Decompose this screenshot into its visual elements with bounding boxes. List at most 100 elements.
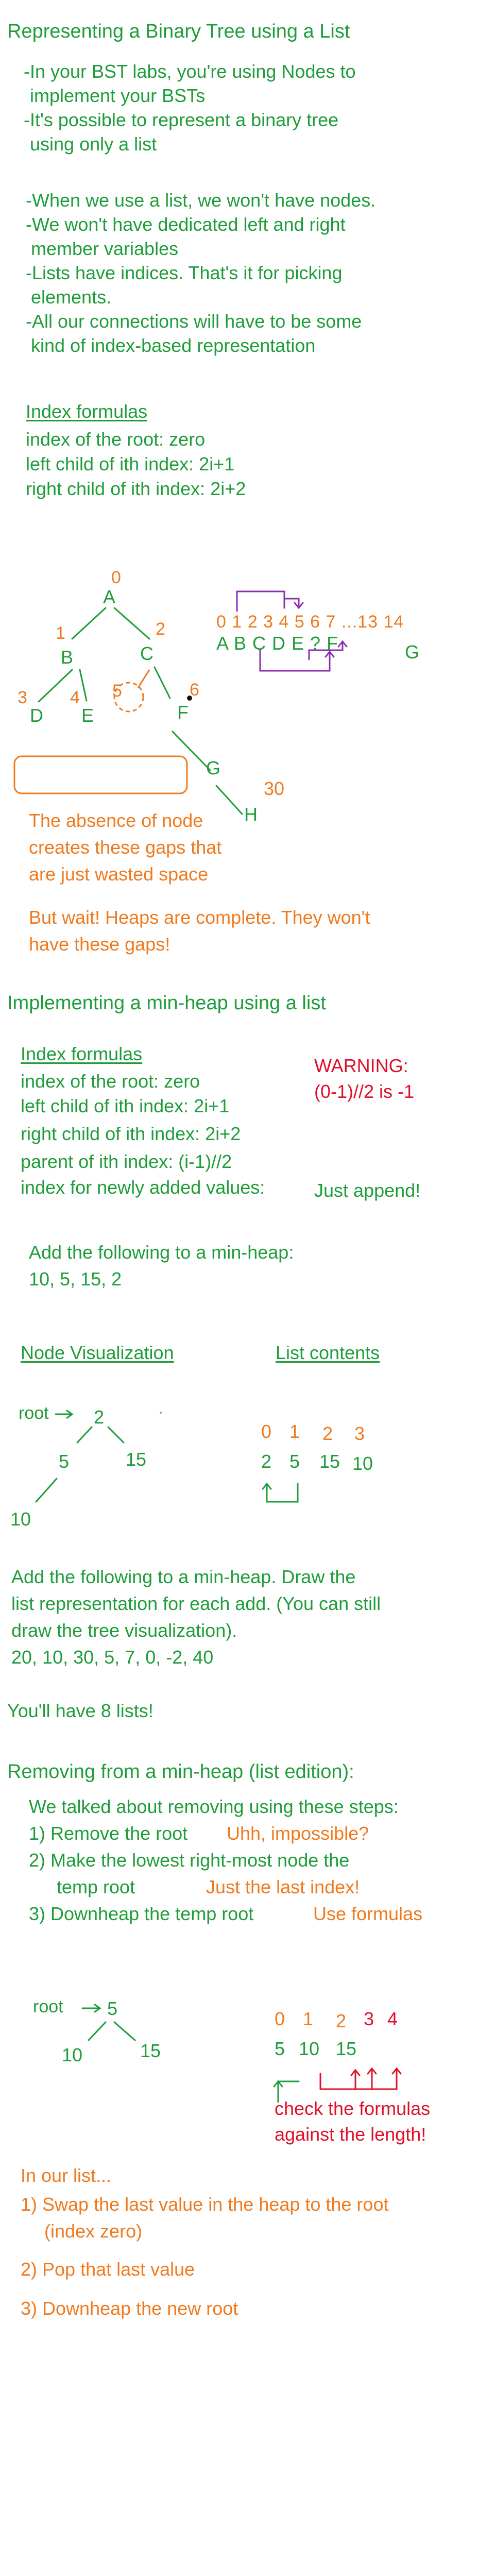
red-head-3 [391, 2067, 402, 2075]
intro-line-1: -In your BST labs, you're using Nodes to [24, 61, 356, 82]
remove-list-idx-4: 4 [387, 2008, 398, 2029]
point-line-2: -We won't have dedicated left and right [26, 214, 346, 235]
formula-left-child: left child of ith index: 2i+1 [26, 453, 235, 474]
tree1-label-30: 30 [264, 778, 285, 799]
remove-list-idx-1: 1 [303, 2008, 314, 2029]
removing-title: Removing from a min-heap (list edition): [7, 1761, 354, 1783]
heap-note-1: But wait! Heaps are complete. They won't [29, 907, 370, 928]
point-line-3: member variables [31, 238, 179, 259]
remove-node-15: 15 [140, 2040, 161, 2061]
remove-list-idx-3: 3 [364, 2008, 374, 2029]
list-step-1: 1) Swap the last value in the heap to th… [21, 2194, 389, 2215]
red-bracket-1 [319, 2067, 373, 2090]
minheap-root-label: root [19, 1403, 49, 1423]
arrow-head-2 [325, 650, 335, 658]
arrow-head-1 [294, 602, 304, 609]
edge-2-5 [76, 1426, 93, 1444]
point-line-7: kind of index-based representation [31, 335, 316, 356]
tree1-node-a: A [103, 586, 116, 607]
list-g: G [405, 641, 420, 663]
edge-b-d [38, 669, 73, 703]
red-bracket-3 [371, 2067, 398, 2090]
point-line-6: -All our connections will have to be som… [26, 311, 362, 332]
removing-step-3: 3) Downheap the temp root [29, 1903, 254, 1924]
stray-dot [160, 1412, 162, 1414]
check-note-2: against the length! [275, 2124, 426, 2145]
minheap-formula-root: index of the root: zero [21, 1071, 200, 1092]
exercise-line-2: list representation for each add. (You c… [11, 1593, 381, 1614]
in-our-list: In our list... [21, 2165, 112, 2186]
exercise-values: 20, 10, 30, 5, 7, 0, -2, 40 [11, 1647, 214, 1668]
edge-5-10b [88, 2021, 107, 2041]
minheap-formula-parent: parent of ith index: (i-1)//2 [21, 1151, 232, 1172]
remove-node-5: 5 [107, 1998, 118, 2019]
intro-line-2: implement your BSTs [30, 85, 206, 106]
edge-5-15b [113, 2021, 136, 2041]
removing-step-1: 1) Remove the root [29, 1823, 188, 1844]
edge-5-10 [35, 1478, 58, 1503]
tree1-node-b: B [61, 647, 74, 668]
arrow-head-3 [337, 640, 348, 648]
step-note-2: Just the last index! [206, 1876, 360, 1897]
list-indices: 0 1 2 3 4 5 6 7 ...13 14 [216, 612, 404, 632]
node-vis-heading: Node Visualization [21, 1342, 174, 1363]
tree1-node-d: D [30, 705, 43, 726]
edge-g-h [215, 785, 243, 815]
tree1-index-c: 2 [156, 619, 165, 639]
point-line-5: elements. [31, 286, 112, 308]
warning-text: (0-1)//2 is -1 [314, 1081, 415, 1102]
bracket-top-1 [236, 590, 285, 612]
edge-a-b [71, 607, 107, 640]
remove-root-label: root [33, 1997, 63, 2016]
minheap-formula-append: index for newly added values: [21, 1177, 265, 1198]
minheap-list-idx-1: 1 [289, 1421, 300, 1442]
minheap-list-idx-2: 2 [322, 1423, 333, 1444]
add-prompt: Add the following to a min-heap: [29, 1242, 294, 1263]
minheap-node-15: 15 [126, 1449, 147, 1470]
intro-line-3: -It's possible to represent a binary tre… [24, 109, 339, 130]
list-step-1b: (index zero) [44, 2221, 143, 2242]
exercise-line-1: Add the following to a min-heap. Draw th… [11, 1566, 356, 1587]
minheap-list-val-3: 10 [352, 1453, 373, 1474]
step-note-1: Uhh, impossible? [227, 1823, 369, 1844]
edge-a-c [113, 607, 150, 640]
remove-list-val-0: 5 [275, 2038, 285, 2059]
warning-label: WARNING: [314, 1055, 408, 1076]
step-note-3: Use formulas [313, 1903, 423, 1924]
tree1-index-e: 4 [70, 688, 80, 707]
minheap-node-10: 10 [10, 1509, 31, 1530]
remove-root-arrow-head [94, 2004, 101, 2013]
edge-2-15 [107, 1426, 125, 1444]
minheap-list-val-2: 15 [319, 1451, 340, 1472]
removing-step-2: 2) Make the lowest right-most node the [29, 1850, 350, 1871]
gap-note-1: The absence of node [29, 810, 203, 831]
missing-node-circle [113, 682, 144, 713]
tree1-node-e: E [81, 705, 94, 726]
minheap-list-val-0: 2 [261, 1451, 272, 1472]
append-note: Just append! [314, 1180, 421, 1201]
minheap-formulas-heading: Index formulas [21, 1043, 143, 1064]
formula-right-child: right child of ith index: 2i+2 [26, 478, 246, 499]
check-note-1: check the formulas [275, 2098, 431, 2119]
list-letters: A B C D E ? F [216, 633, 339, 654]
red-head-1 [367, 2067, 377, 2075]
point-line-4: -Lists have indices. That's it for picki… [26, 262, 343, 283]
remove-list-val-2: 15 [336, 2038, 357, 2059]
minheap-list-val-1: 5 [289, 1451, 300, 1472]
edge-f-g [172, 731, 211, 771]
minheap-node-5: 5 [59, 1451, 70, 1472]
tree1-index-f: 6 [190, 680, 199, 700]
swap-bracket [266, 1483, 299, 1503]
remove-list-val-1: 10 [299, 2038, 320, 2059]
point-line-1: -When we use a list, we won't have nodes… [26, 190, 376, 211]
tree1-node-c: C [140, 643, 153, 664]
list-step-2: 2) Pop that last value [21, 2259, 195, 2280]
tree1-node-f: F [177, 702, 189, 723]
index-formulas-heading: Index formulas [26, 401, 148, 422]
tree1-index-a: 0 [111, 568, 121, 587]
edge-c-f [153, 666, 171, 699]
formula-root: index of the root: zero [26, 429, 206, 450]
bracket-top-2 [283, 598, 300, 609]
